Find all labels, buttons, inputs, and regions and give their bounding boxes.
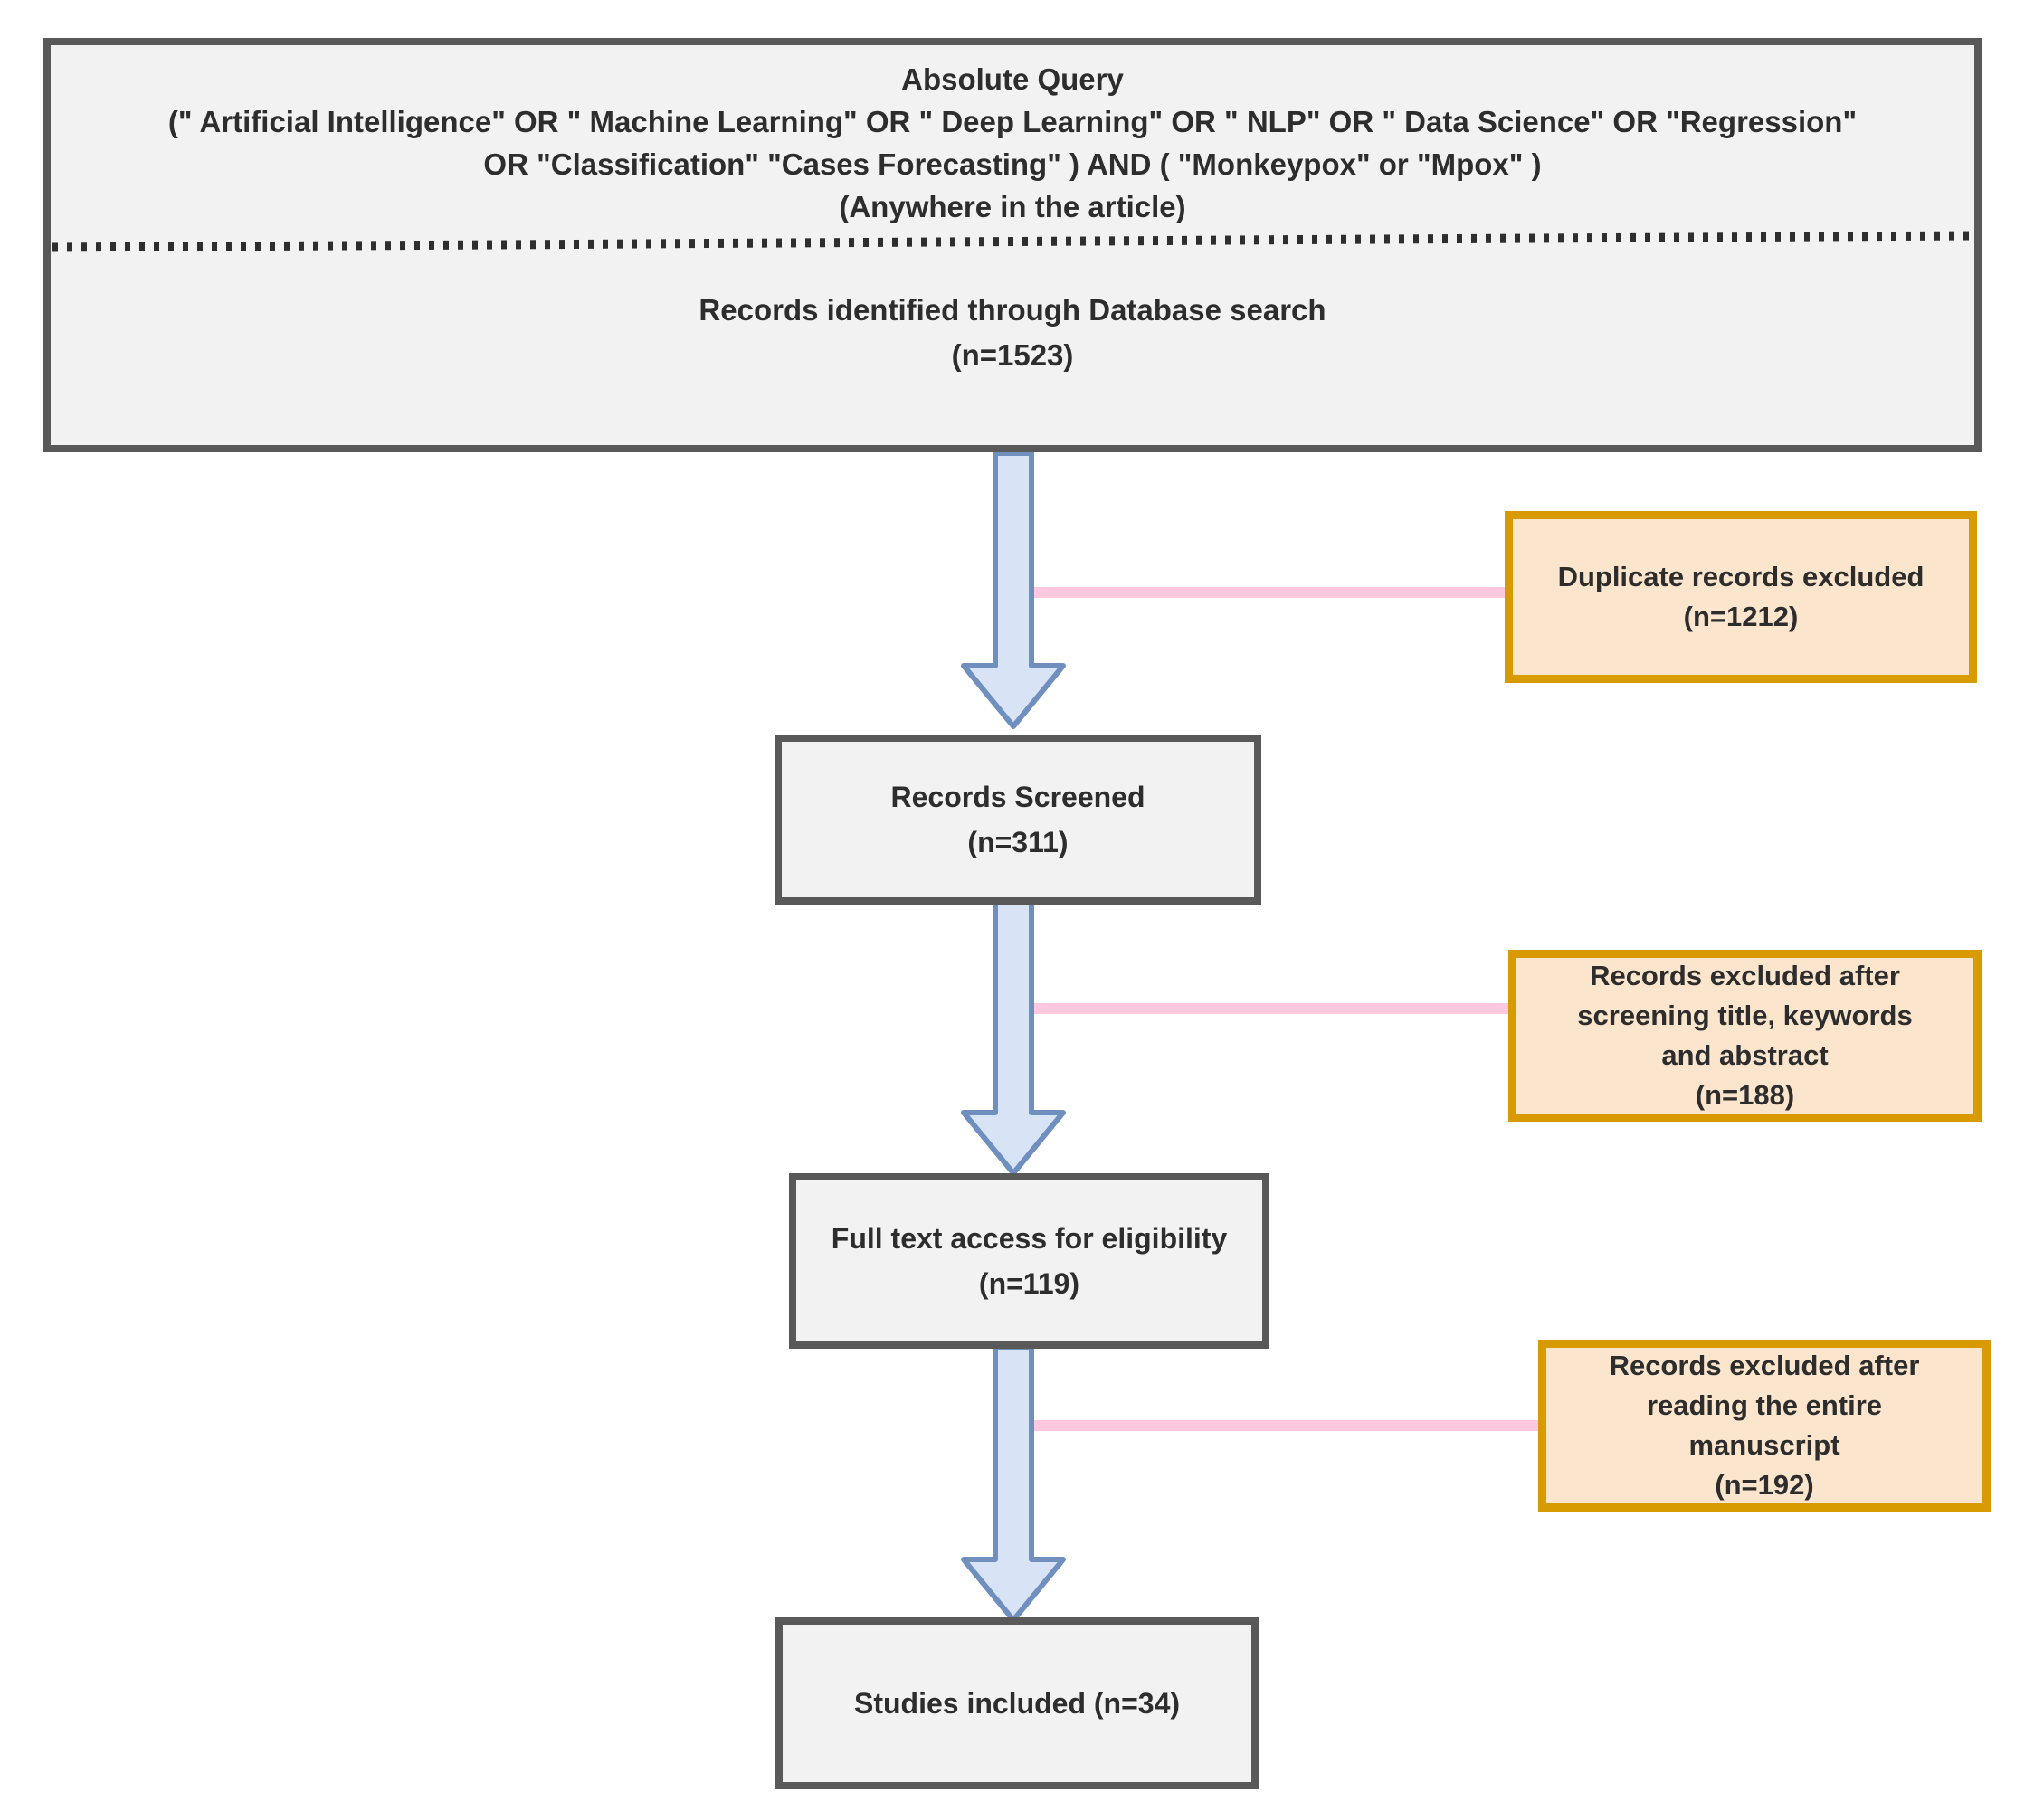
down-arrow-1: [961, 450, 1066, 729]
query-title: Absolute Query: [901, 62, 1124, 96]
records-identified-count: (n=1523): [951, 338, 1074, 372]
connector-line-duplicates: [1003, 587, 1506, 598]
records-screened-count: (n=311): [967, 826, 1069, 858]
full-text-eligibility-label: Full text access for eligibility: [831, 1222, 1228, 1255]
records-screened-box: Records Screened (n=311): [775, 735, 1261, 905]
studies-included-box: Studies included (n=34): [775, 1617, 1259, 1789]
studies-included-label: Studies included (n=34): [853, 1687, 1181, 1720]
query-line-1: (" Artificial Intelligence" OR " Machine…: [167, 105, 1858, 138]
manuscript-excluded-count: (n=192): [1715, 1469, 1814, 1501]
dotted-separator: [52, 231, 1973, 252]
duplicates-excluded-box: Duplicate records excluded (n=1212): [1505, 511, 1977, 683]
screening-excluded-line-1: Records excluded after: [1590, 960, 1900, 991]
connector-line-fulltext: [1003, 1420, 1539, 1431]
down-arrow-2: [961, 897, 1066, 1176]
query-line-2: OR "Classification" "Cases Forecasting" …: [483, 147, 1542, 181]
duplicates-excluded-count: (n=1212): [1683, 601, 1799, 632]
full-text-eligibility-box: Full text access for eligibility (n=119): [789, 1173, 1269, 1349]
records-identified-block: Records identified through Database sear…: [51, 288, 1974, 378]
down-arrow-3: [961, 1344, 1066, 1623]
connector-line-screening: [1003, 1003, 1509, 1014]
records-identified-label: Records identified through Database sear…: [699, 293, 1326, 327]
manuscript-excluded-line-3: manuscript: [1688, 1429, 1840, 1461]
identification-box: Absolute Query (" Artificial Intelligenc…: [43, 38, 1982, 452]
query-block: Absolute Query (" Artificial Intelligenc…: [51, 58, 1974, 228]
records-screened-label: Records Screened: [890, 781, 1145, 813]
screening-excluded-box: Records excluded after screening title, …: [1508, 950, 1982, 1122]
screening-excluded-line-3: and abstract: [1661, 1039, 1829, 1071]
screening-excluded-count: (n=188): [1695, 1079, 1795, 1111]
manuscript-excluded-line-1: Records excluded after: [1609, 1350, 1920, 1381]
manuscript-excluded-line-2: reading the entire: [1646, 1389, 1883, 1421]
full-text-eligibility-count: (n=119): [978, 1267, 1080, 1300]
duplicates-excluded-label: Duplicate records excluded: [1557, 561, 1925, 592]
manuscript-excluded-box: Records excluded after reading the entir…: [1538, 1340, 1991, 1512]
query-line-3: (Anywhere in the article): [839, 190, 1186, 223]
screening-excluded-line-2: screening title, keywords: [1577, 1000, 1913, 1031]
